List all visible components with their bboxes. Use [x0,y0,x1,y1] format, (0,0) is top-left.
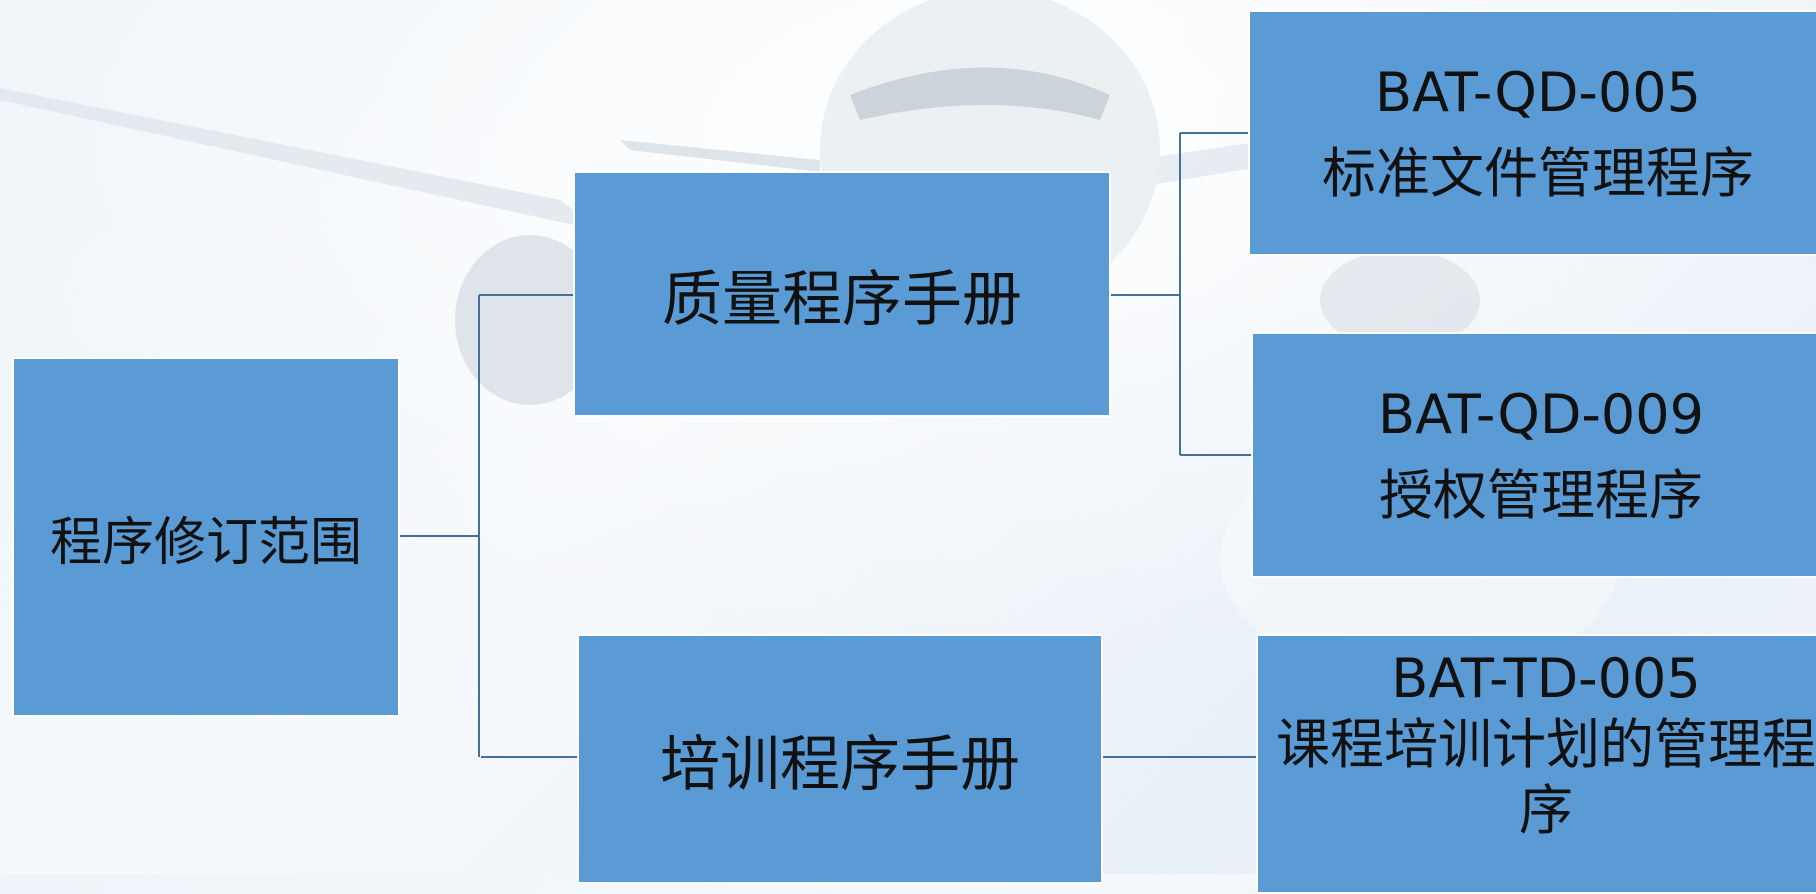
node-procedure-bat-qd-009: BAT-QD-009 授权管理程序 [1251,332,1816,578]
node-procedure-bat-td-005: BAT-TD-005 课程培训计划的管理程序 [1256,634,1816,894]
connector-lines [400,132,1256,758]
training-manual-label: 培训程序手册 [660,729,1020,800]
procedure-title: 标准文件管理程序 [1322,142,1754,205]
procedure-code: BAT-TD-005 [1391,647,1701,710]
connector-root-to-manuals [400,294,577,758]
connector-quality-to-procedures [1111,132,1251,456]
procedure-title: 课程培训计划的管理程序 [1276,712,1816,842]
procedure-title: 授权管理程序 [1379,464,1703,527]
node-procedure-bat-qd-005: BAT-QD-005 标准文件管理程序 [1248,10,1816,256]
node-training-procedure-manual: 培训程序手册 [577,634,1103,884]
procedure-code: BAT-QD-009 [1378,383,1704,446]
root-node-revision-scope: 程序修订范围 [12,357,400,717]
quality-manual-label: 质量程序手册 [662,264,1022,335]
node-quality-procedure-manual: 质量程序手册 [573,171,1111,417]
procedure-code: BAT-QD-005 [1375,61,1701,124]
root-node-label: 程序修订范围 [49,512,362,573]
